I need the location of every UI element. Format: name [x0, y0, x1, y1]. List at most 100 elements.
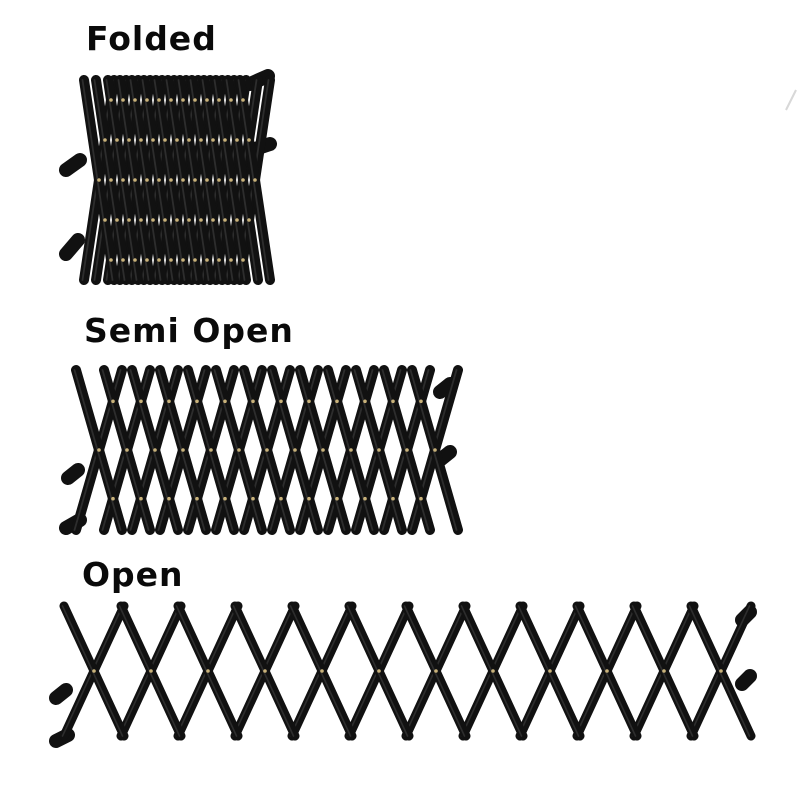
rivet	[223, 496, 227, 501]
rivet	[241, 258, 245, 262]
rivet	[163, 138, 167, 142]
rivet	[719, 669, 723, 673]
rivet	[662, 669, 666, 673]
rivet	[434, 669, 438, 673]
rivet	[187, 218, 191, 222]
rivet	[223, 138, 227, 142]
rivet	[229, 98, 233, 102]
rivet	[205, 98, 209, 102]
corner-mark-icon	[785, 89, 797, 111]
hook-peg	[49, 683, 73, 705]
rivet	[125, 448, 129, 452]
rivet	[111, 496, 115, 501]
rivet	[211, 218, 215, 222]
rivet	[167, 496, 171, 501]
rivet	[223, 218, 227, 222]
rivet	[92, 669, 96, 673]
rivet	[263, 669, 267, 673]
rivet	[133, 98, 137, 102]
rivet	[363, 399, 367, 404]
hook-peg	[735, 669, 757, 691]
rivet	[205, 178, 209, 182]
rivet	[133, 178, 137, 182]
rivet	[157, 98, 161, 102]
rivet	[433, 448, 437, 452]
rivet	[181, 98, 185, 102]
rivet	[405, 448, 409, 452]
rivet	[167, 399, 171, 404]
rivet	[139, 399, 143, 404]
rivet	[175, 218, 179, 222]
rivet	[109, 258, 113, 262]
rivet	[153, 448, 157, 452]
open-rack	[49, 601, 757, 748]
rivet	[139, 138, 143, 142]
rivet	[209, 448, 213, 452]
rivet	[279, 496, 283, 501]
rivet	[235, 218, 239, 222]
rivet	[419, 496, 423, 501]
rivet	[149, 669, 153, 673]
rivet	[349, 448, 353, 452]
rivet	[237, 448, 241, 452]
rivet	[279, 399, 283, 404]
rivet	[253, 178, 257, 182]
rivet	[151, 138, 155, 142]
rivets	[92, 669, 723, 673]
rivet	[199, 218, 203, 222]
rivet	[251, 399, 255, 404]
rivet	[391, 399, 395, 404]
rivets	[97, 98, 257, 262]
rivet	[419, 399, 423, 404]
rivet	[97, 178, 101, 182]
rivet	[169, 258, 173, 262]
rivet	[121, 98, 125, 102]
rivet	[103, 218, 107, 222]
rivet	[491, 669, 495, 673]
rivet	[193, 178, 197, 182]
rivet	[103, 138, 107, 142]
rivet	[115, 218, 119, 222]
rivet	[145, 98, 149, 102]
rivet	[241, 98, 245, 102]
rivet	[321, 448, 325, 452]
rivet	[127, 138, 131, 142]
rivet	[320, 669, 324, 673]
rivet	[133, 258, 137, 262]
rivet	[169, 98, 173, 102]
rivet	[206, 669, 210, 673]
rivet	[217, 258, 221, 262]
rivet	[109, 178, 113, 182]
rivet	[605, 669, 609, 673]
semi-open-label: Semi Open	[84, 311, 294, 350]
rivet	[193, 98, 197, 102]
hook-peg	[61, 463, 85, 485]
rivet	[145, 258, 149, 262]
rivet	[247, 138, 251, 142]
rivet	[181, 178, 185, 182]
rivet	[157, 178, 161, 182]
rivet	[175, 138, 179, 142]
rivet	[163, 218, 167, 222]
rivet	[229, 258, 233, 262]
rivet	[391, 496, 395, 501]
semi-open-rack	[59, 365, 463, 535]
rivet	[217, 178, 221, 182]
rivet	[127, 218, 131, 222]
rivet	[377, 669, 381, 673]
rivet	[548, 669, 552, 673]
rivet	[251, 496, 255, 501]
rivet	[139, 218, 143, 222]
rivets	[97, 399, 437, 501]
rivet	[247, 218, 251, 222]
rivet	[187, 138, 191, 142]
rivet	[241, 178, 245, 182]
rivet	[307, 399, 311, 404]
rivet	[195, 496, 199, 501]
rivet	[157, 258, 161, 262]
rivet	[109, 98, 113, 102]
rivet	[151, 218, 155, 222]
open-label: Open	[82, 555, 184, 594]
hook-peg	[433, 377, 457, 399]
rivet	[145, 178, 149, 182]
